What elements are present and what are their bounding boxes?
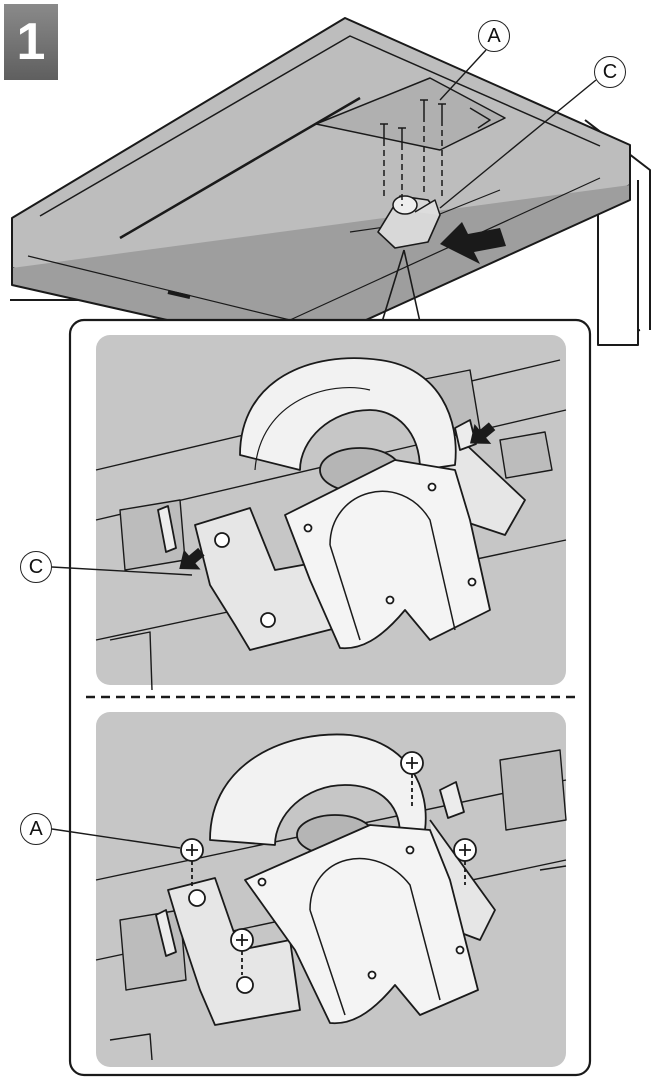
callout-c-detail: C: [20, 551, 52, 583]
stand-neck: [239, 357, 457, 471]
stand-base-plate: [167, 877, 301, 1026]
tv-overview: [10, 17, 651, 351]
hook-right: [439, 781, 465, 819]
table-leg: [597, 180, 639, 346]
callout-leader-c-top: [439, 79, 597, 209]
callout-leader-a-top: [439, 49, 487, 101]
detail-panel-screws: [51, 712, 567, 1067]
stand-bracket: [284, 459, 491, 650]
overview-screws: [380, 99, 446, 206]
arrow-left: [179, 547, 205, 570]
detail-screws: [180, 751, 477, 975]
callout-a-top: A: [478, 20, 510, 52]
back-cover-plate: [315, 77, 506, 151]
stand-bracket: [244, 824, 479, 1025]
step-number-badge: 1: [4, 4, 58, 80]
callout-leader-a-detail: [51, 828, 181, 849]
hook-left: [157, 505, 177, 553]
arrow-right: [469, 422, 496, 444]
hook-left: [155, 909, 177, 957]
stand-neck: [209, 733, 427, 846]
push-arrow: [440, 222, 506, 264]
callout-a-detail: A: [20, 813, 52, 845]
detail-panel-hook: [51, 335, 567, 691]
callout-c-top: C: [594, 56, 626, 88]
callout-leader-c-detail: [51, 566, 193, 576]
